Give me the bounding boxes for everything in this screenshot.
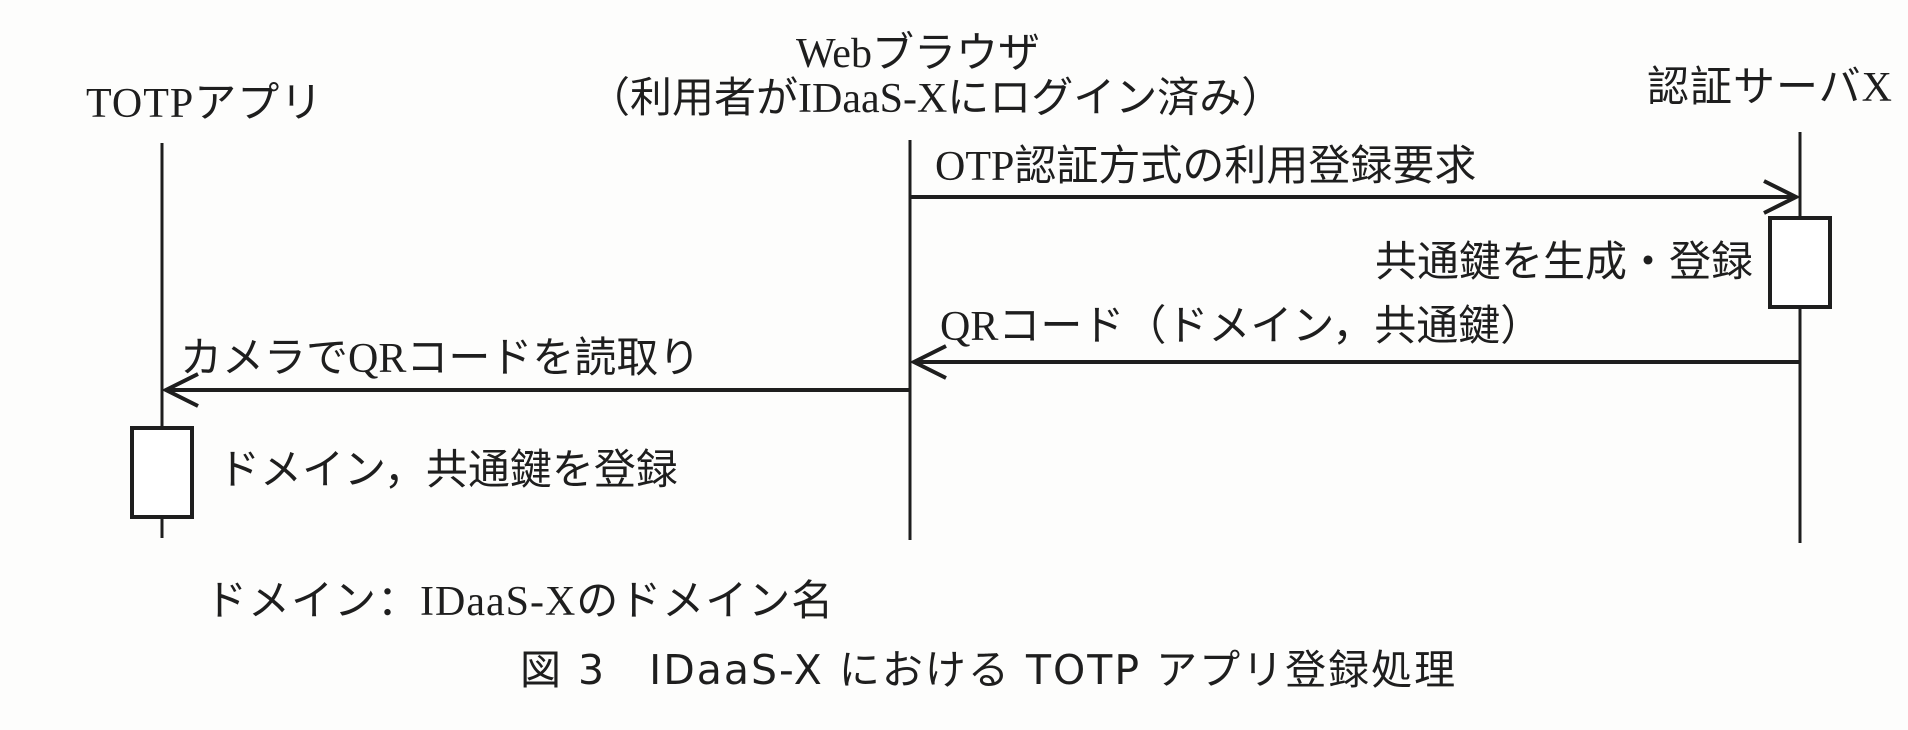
actor-label-web-browser-line2: （利用者がIDaaS-Xにログイン済み） — [588, 76, 1284, 123]
auth-server-activation-box — [1768, 216, 1832, 309]
otp-register-request-arrowhead-icon — [1763, 179, 1801, 215]
camera-read-arrowhead-icon — [161, 372, 199, 408]
activation-label-register-domain-key: ドメイン，共通鍵を登録 — [218, 448, 678, 494]
diagram-note: ドメイン：IDaaS-Xのドメイン名 — [205, 579, 835, 625]
actor-label-web-browser: Webブラウザ （利用者がIDaaS-Xにログイン済み） — [588, 31, 1284, 123]
qr-code-arrowhead-icon — [909, 344, 947, 380]
actor-label-web-browser-line1: Webブラウザ — [796, 31, 1040, 77]
totp-app-activation-box — [130, 426, 194, 519]
message-label-qr-code: QRコード（ドメイン，共通鍵） — [940, 304, 1543, 350]
actor-label-auth-server: 認証サーバX — [1647, 65, 1893, 111]
actor-label-totp-app: TOTPアプリ — [86, 81, 324, 127]
activation-label-generate-shared-key: 共通鍵を生成・登録 — [1374, 240, 1753, 286]
message-label-otp-register-request: OTP認証方式の利用登録要求 — [935, 144, 1477, 190]
message-label-camera-read: カメラでQRコードを読取り — [180, 336, 701, 382]
figure-caption: 図 3 IDaaS-X における TOTP アプリ登録処理 — [520, 646, 1458, 694]
